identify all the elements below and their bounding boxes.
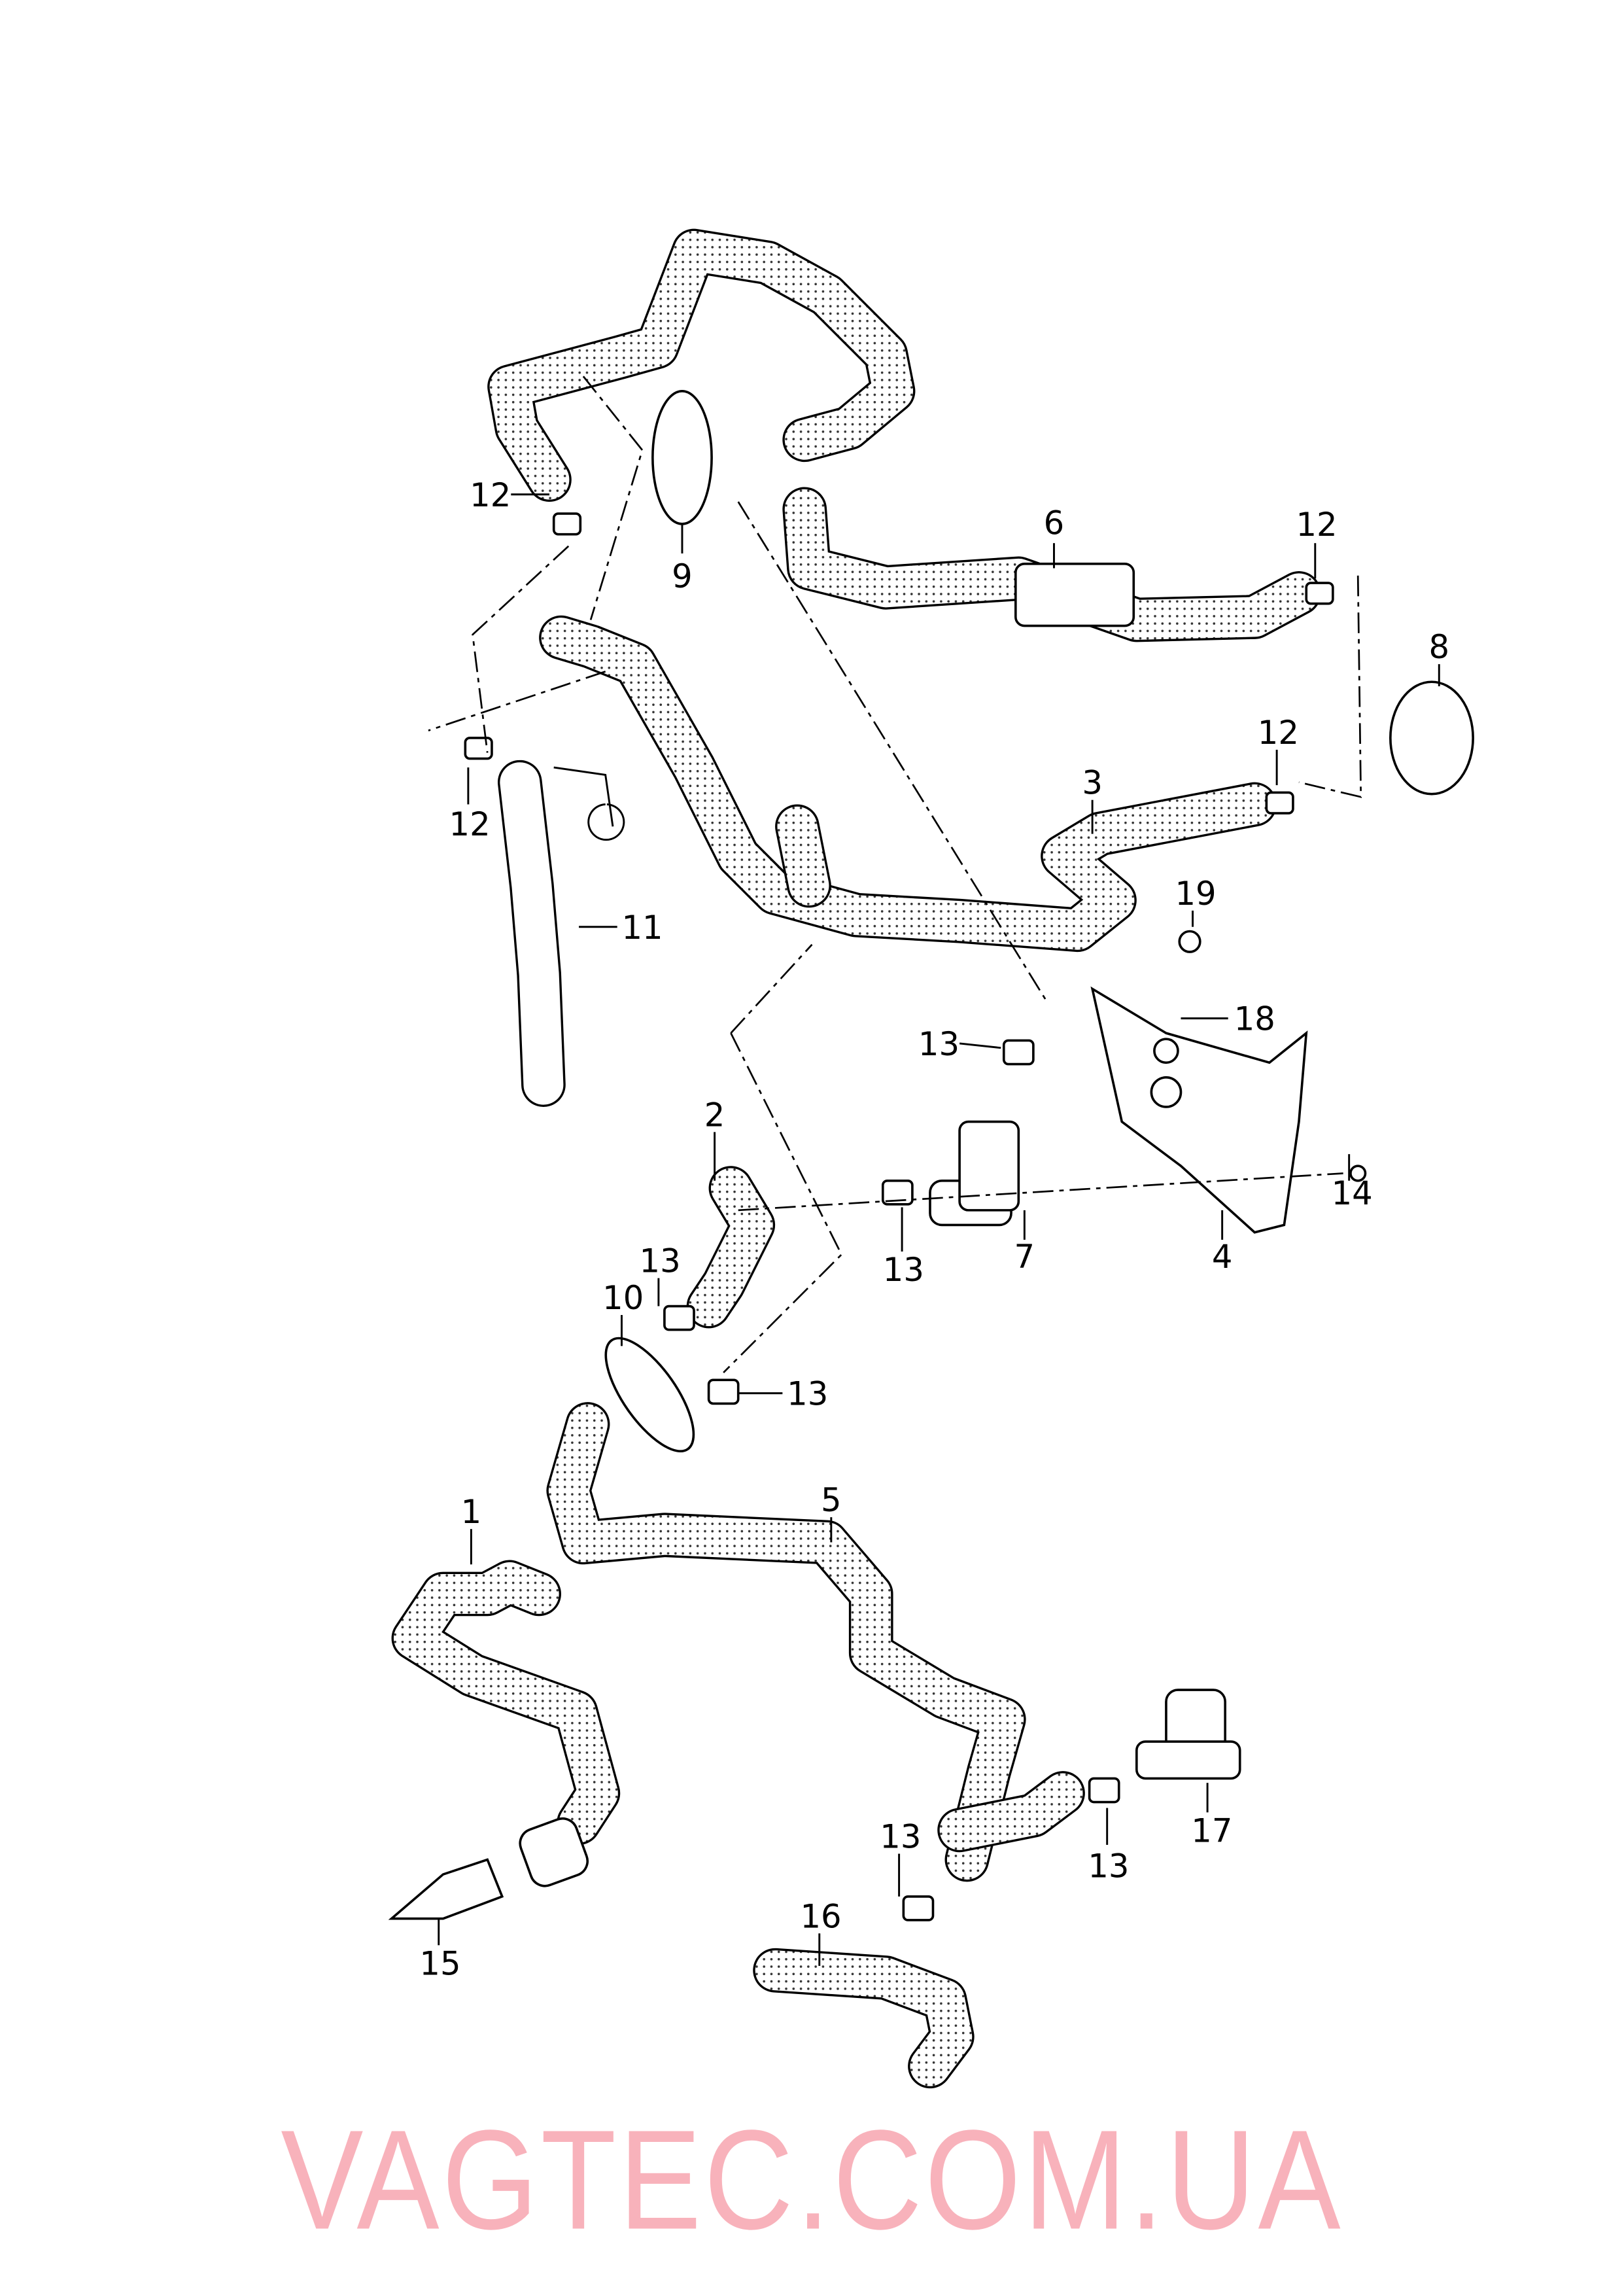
- callout-16: 16: [800, 1897, 841, 1935]
- callout-11: 11: [621, 909, 663, 947]
- hose-3: [539, 615, 1277, 953]
- connector-15: [388, 1858, 504, 1920]
- callout-13: 13: [883, 1251, 924, 1289]
- callout-4: 4: [1212, 1238, 1233, 1276]
- callout-12: 12: [449, 805, 491, 843]
- hose-short-13: [937, 1771, 1085, 1853]
- callout-12: 12: [1296, 506, 1337, 544]
- clamps: [464, 512, 1367, 1921]
- callout-13: 13: [640, 1242, 681, 1280]
- callout-7: 7: [1014, 1238, 1035, 1276]
- grommet-9: [651, 390, 713, 525]
- callout-13: 13: [918, 1025, 959, 1063]
- callout-12: 12: [1258, 714, 1299, 752]
- hose-1: [391, 1560, 621, 1845]
- callout-5: 5: [821, 1481, 842, 1519]
- callout-2: 2: [704, 1096, 725, 1134]
- callout-13: 13: [787, 1375, 828, 1413]
- muffler: [1014, 562, 1135, 627]
- callout-labels: 12 9 6 12 8 12 3 12 11 19 18 13 2 14 4 7…: [419, 476, 1449, 1983]
- nut-18: [1153, 1038, 1179, 1064]
- hose-16: [753, 1948, 975, 2089]
- bracket-4: [1090, 986, 1308, 1234]
- grommet-8: [1389, 680, 1474, 796]
- callout-8: 8: [1428, 628, 1449, 666]
- hose-top-loop: [487, 228, 916, 502]
- watermark: VAGTEC.COM.UA: [281, 2100, 1343, 2258]
- assembly-lines: [428, 376, 1362, 1373]
- bracket-pipe-11: [497, 760, 625, 1107]
- connector-elbow: [519, 1817, 589, 1887]
- valve-17: [1135, 1689, 1241, 1780]
- callout-19: 19: [1175, 875, 1216, 913]
- grommet-10: [604, 1337, 695, 1453]
- callout-18: 18: [1234, 1000, 1275, 1038]
- callout-6: 6: [1044, 504, 1065, 542]
- hose-6: [782, 487, 1321, 642]
- callout-3: 3: [1082, 764, 1103, 802]
- callout-14: 14: [1332, 1174, 1373, 1212]
- callout-13: 13: [880, 1817, 921, 1855]
- callout-10: 10: [602, 1279, 644, 1317]
- bolt-19: [1178, 930, 1201, 953]
- callout-12: 12: [470, 476, 511, 514]
- callout-9: 9: [672, 557, 693, 595]
- callout-15: 15: [419, 1944, 460, 1982]
- hose-5: [546, 1402, 1026, 1882]
- hose-2: [686, 1166, 776, 1329]
- callout-13: 13: [1088, 1848, 1129, 1885]
- callout-17: 17: [1191, 1812, 1232, 1849]
- callout-1: 1: [461, 1493, 482, 1531]
- pump-7: [929, 1120, 1020, 1227]
- screw-14: [1349, 1165, 1367, 1182]
